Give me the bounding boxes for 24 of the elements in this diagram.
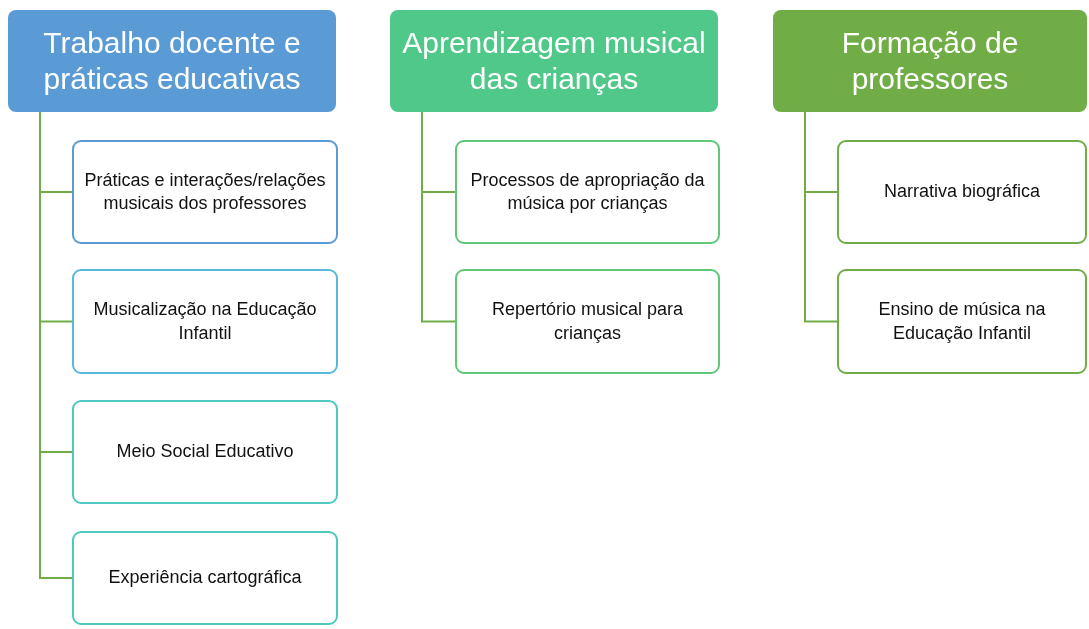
- connector-line: [804, 111, 838, 323]
- connector-line: [421, 111, 456, 323]
- topic-box: [455, 269, 720, 374]
- node-text: Formação de professores: [840, 25, 1020, 97]
- node-text: Aprendizagem musical das crianças: [401, 25, 707, 97]
- topic-box: [72, 531, 338, 625]
- node-text: Narrativa biográfica: [883, 180, 1041, 204]
- topic-box: [837, 269, 1087, 374]
- category-header: [390, 10, 718, 112]
- topic-box: [72, 140, 338, 244]
- node-text: Experiência cartográfica: [108, 566, 302, 590]
- category-header: [773, 10, 1087, 112]
- node-text: Musicalização na Educação Infantil: [92, 298, 318, 345]
- node-text: Meio Social Educativo: [116, 440, 294, 464]
- topic-box: [455, 140, 720, 244]
- node-text: Trabalho docente e práticas educativas: [42, 25, 302, 97]
- topic-box: [72, 400, 338, 504]
- topic-box: [837, 140, 1087, 244]
- node-text: Práticas e interações/relações musicais dos professores: [83, 168, 327, 215]
- node-text: Repertório musical para crianças: [490, 298, 685, 345]
- node-text: Processos de apropriação da música por crianças: [469, 168, 706, 215]
- node-text: Ensino de música na Educação Infantil: [877, 298, 1047, 345]
- topic-box: [72, 269, 338, 374]
- category-header: [8, 10, 336, 112]
